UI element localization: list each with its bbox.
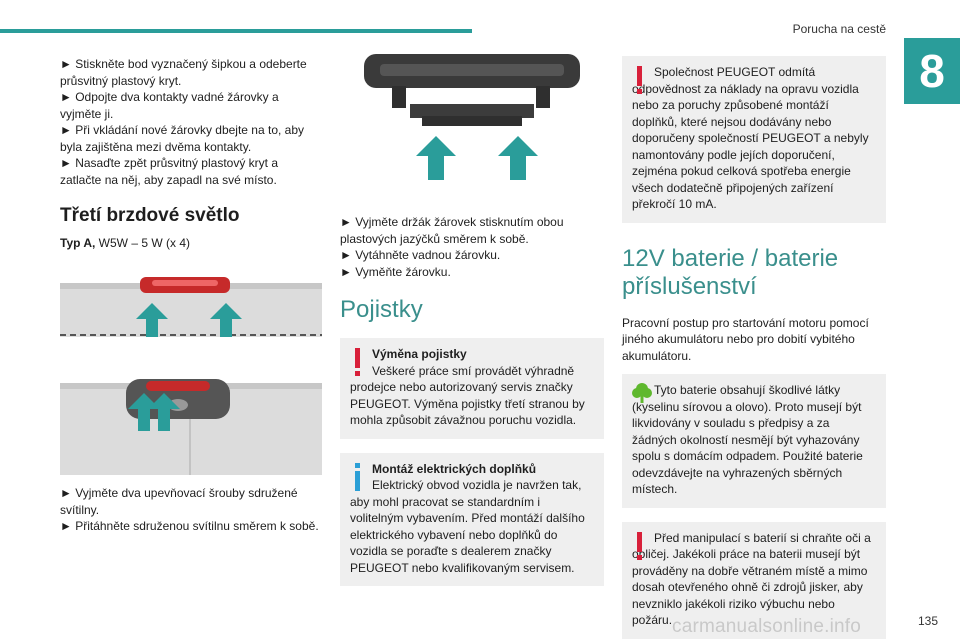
warning-box: Společnost PEUGEOT odmítá odpovědnost za… bbox=[622, 56, 886, 223]
step-text: ► Vytáhněte vadnou žárovku. bbox=[340, 248, 501, 262]
warning-box: Před manipulací s baterií si chraňte oči… bbox=[622, 521, 886, 639]
step-text: ► Nasaďte zpět průsvitný plastový kryt a… bbox=[60, 156, 279, 187]
warning-text: Společnost PEUGEOT odmítá odpovědnost za… bbox=[632, 65, 869, 211]
info-box: Montáž elektrických doplňků Elektrický o… bbox=[340, 452, 604, 586]
arrow-up-icon bbox=[128, 393, 160, 431]
bulb-spec-value: W5W – 5 W (x 4) bbox=[95, 235, 191, 250]
warning-icon bbox=[634, 66, 646, 94]
header-accent-bar bbox=[0, 29, 472, 33]
step-text: ► Vyjměte dva upevňovací šrouby sdružené… bbox=[60, 486, 298, 517]
eco-text: Tyto baterie obsahují škodlivé látky (ky… bbox=[632, 383, 863, 496]
warning-box: Výměna pojistky Veškeré práce smí provád… bbox=[340, 338, 604, 439]
section-heading: Pojistky bbox=[340, 296, 423, 323]
bulb-spec: Typ A, W5W – 5 W (x 4) bbox=[60, 235, 322, 252]
section-heading: 12V baterie / baterie příslušenství bbox=[622, 244, 839, 300]
arrow-up-icon bbox=[136, 303, 168, 337]
column-left: ► Stiskněte bod vyznačený šipkou a odebe… bbox=[60, 56, 322, 535]
chapter-number-tab: 8 bbox=[904, 38, 960, 104]
column-right: Společnost PEUGEOT odmítá odpovědnost za… bbox=[622, 56, 886, 639]
bulb-spec-label: Typ A, bbox=[60, 235, 96, 250]
eco-box: Tyto baterie obsahují škodlivé látky (ky… bbox=[622, 374, 886, 508]
step-text: ► Vyměňte žárovku. bbox=[340, 264, 451, 279]
arrow-up-icon bbox=[210, 303, 242, 337]
page-header-title: Porucha na cestě bbox=[792, 22, 886, 36]
brake-light-illustration bbox=[60, 277, 322, 475]
arrow-up-icon bbox=[416, 136, 456, 180]
step-text: ► Stiskněte bod vyznačený šipkou a odebe… bbox=[60, 57, 307, 88]
warning-icon bbox=[634, 531, 646, 560]
info-title: Montáž elektrických doplňků bbox=[372, 461, 537, 476]
warning-text: Před manipulací s baterií si chraňte oči… bbox=[632, 530, 871, 628]
tree-icon bbox=[632, 382, 652, 404]
warning-title: Výměna pojistky bbox=[372, 347, 467, 361]
info-text: Elektrický obvod vozidla je navržen tak,… bbox=[350, 478, 585, 575]
warning-text: Veškeré práce smí provádět výhradně prod… bbox=[350, 363, 585, 428]
warning-icon bbox=[352, 348, 364, 376]
intro-text: Pracovní postup pro startování motoru po… bbox=[622, 315, 869, 363]
step-text: ► Přitáhněte sdruženou svítilnu směrem k… bbox=[60, 519, 319, 533]
section-heading: Třetí brzdové světlo bbox=[60, 205, 240, 226]
arrow-up-icon bbox=[498, 136, 538, 180]
info-icon bbox=[352, 462, 364, 491]
arrow-up-icon bbox=[148, 393, 180, 431]
bulb-holder-illustration bbox=[364, 54, 580, 180]
step-text: ► Vyjměte držák žárovek stisknutím obou … bbox=[340, 215, 564, 246]
page-number: 135 bbox=[917, 614, 938, 628]
column-middle: ► Vyjměte držák žárovek stisknutím obou … bbox=[340, 54, 604, 586]
step-text: ► Odpojte dva kontakty vadné žárovky a v… bbox=[60, 90, 279, 121]
step-text: ► Při vkládání nové žárovky dbejte na to… bbox=[60, 123, 305, 154]
watermark: carmanualsonline.info bbox=[672, 616, 862, 637]
